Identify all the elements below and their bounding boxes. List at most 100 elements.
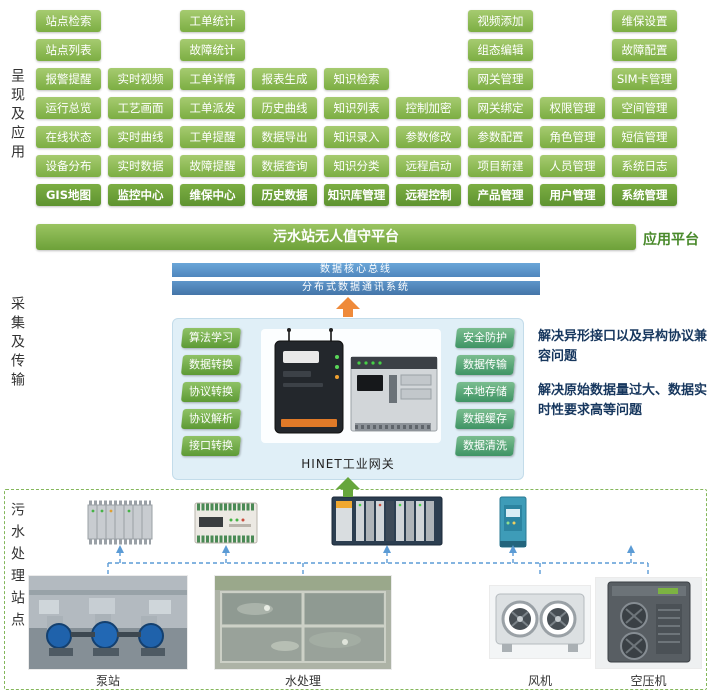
signal-converter-image [499,496,527,548]
app-category-header: 历史数据 [252,184,317,206]
up-arrow-green-icon [336,477,360,497]
app-function-button: 数据查询 [252,155,317,177]
gateway-function-label: 算法学习 [189,331,233,344]
solution-note-data-volume: 解决原始数据量过大、数据实时性要求高等问题 [538,383,708,418]
layer-label-sites: 污水处理站点 [9,502,25,634]
layer-label-collection: 采集及传输 [9,296,25,391]
gateway-device-image [261,328,441,443]
app-category-header: 用户管理 [540,184,605,206]
io-rack-image [331,496,443,546]
app-function-button: 设备分布 [36,155,101,177]
solution-note-protocol: 解决异形接口以及异构协议兼容问题 [538,329,708,364]
app-category-header: GIS地图 [36,184,101,206]
gateway-function-label: 安全防护 [463,331,507,344]
app-function-button: 知识检索 [324,68,389,90]
app-column-monitor-center: 实时视频 工艺画面 实时曲线 实时数据 监控中心 [108,10,173,206]
app-category-header: 知识库管理 [324,184,389,206]
app-function-button: 系统日志 [612,155,677,177]
gateway-function-button: 接口转换 [180,436,242,456]
app-function-button: SIM卡管理 [612,68,677,90]
gateway-function-button: 算法学习 [180,328,242,348]
app-function-button: 报表生成 [252,68,317,90]
app-category-header: 监控中心 [108,184,173,206]
gateway-left-functions: 算法学习 数据转换 协议转换 协议解析 接口转换 [180,328,242,456]
pump-station-photo [29,576,187,669]
app-column-remote-control: 控制加密 参数修改 远程启动 远程控制 [396,10,461,206]
app-function-button: 控制加密 [396,97,461,119]
app-function-button: 参数修改 [396,126,461,148]
app-function-button: 工艺画面 [108,97,173,119]
app-function-button: 远程启动 [396,155,461,177]
app-category-header: 远程控制 [396,184,461,206]
application-platform-caption: 应用平台 [643,232,699,248]
app-function-button: 工单提醒 [180,126,245,148]
application-function-grid: 站点检索 站点列表 报警提醒 运行总览 在线状态 设备分布 GIS地图 实时视频… [36,10,677,206]
app-column-user-management: 权限管理 角色管理 人员管理 用户管理 [540,10,605,206]
app-function-button: 维保设置 [612,10,677,32]
air-compressor-photo [596,578,701,668]
site-caption-water-treatment: 水处理 [284,674,321,688]
distributed-comm-bar: 分布式数据通讯系统 [172,281,540,295]
app-function-button: 数据导出 [252,126,317,148]
gateway-function-button: 数据清洗 [454,436,516,456]
gateway-function-button: 协议转换 [180,382,242,402]
app-function-button: 运行总览 [36,97,101,119]
app-function-button: 工单详情 [180,68,245,90]
app-function-button: 在线状态 [36,126,101,148]
app-function-button: 知识分类 [324,155,389,177]
gateway-function-button: 数据缓存 [454,409,516,429]
app-function-button: 参数配置 [468,126,533,148]
app-function-button: 实时数据 [108,155,173,177]
app-function-button: 网关绑定 [468,97,533,119]
app-function-button: 网关管理 [468,68,533,90]
site-caption-fan: 风机 [527,674,552,688]
gateway-title: HINET工业网关 [301,457,395,471]
app-function-button: 实时视频 [108,68,173,90]
app-function-button: 工单统计 [180,10,245,32]
app-function-button: 人员管理 [540,155,605,177]
app-category-header: 维保中心 [180,184,245,206]
field-bus-connectors [107,545,649,575]
app-column-system-management: 维保设置 故障配置 SIM卡管理 空间管理 短信管理 系统日志 系统管理 [612,10,677,206]
app-function-button: 故障统计 [180,39,245,61]
gateway-function-label: 数据缓存 [463,412,507,425]
app-column-gis-map: 站点检索 站点列表 报警提醒 运行总览 在线状态 设备分布 GIS地图 [36,10,101,206]
gateway-function-button: 协议解析 [180,409,242,429]
app-function-button: 知识列表 [324,97,389,119]
site-caption-pump-station: 泵站 [95,674,120,688]
gateway-function-label: 协议转换 [189,385,233,398]
water-treatment-photo [215,576,391,669]
unattended-platform-bar: 污水站无人值守平台 [36,224,636,250]
app-function-button: 短信管理 [612,126,677,148]
app-function-button: 站点列表 [36,39,101,61]
data-core-bus-bar: 数据核心总线 [172,263,540,277]
gateway-function-button: 数据转换 [180,355,242,375]
up-arrow-orange-icon [336,297,360,317]
compact-plc-image [194,502,258,544]
app-function-button: 历史曲线 [252,97,317,119]
app-category-header: 系统管理 [612,184,677,206]
gateway-function-label: 本地存储 [463,385,507,398]
gateway-function-label: 接口转换 [189,439,233,452]
industrial-gateway-panel: 算法学习 数据转换 协议转换 协议解析 接口转换 [172,318,524,480]
gateway-function-label: 数据清洗 [463,439,507,452]
gateway-function-button: 安全防护 [454,328,516,348]
layer-label-presentation: 呈现及应用 [9,68,25,163]
din-rail-io-modules-image [87,500,153,545]
app-column-knowledge-base: 知识检索 知识列表 知识录入 知识分类 知识库管理 [324,10,389,206]
gateway-function-label: 数据传输 [463,358,507,371]
app-function-button: 角色管理 [540,126,605,148]
app-column-maintenance-center: 工单统计 故障统计 工单详情 工单派发 工单提醒 故障提醒 维保中心 [180,10,245,206]
app-function-button: 视频添加 [468,10,533,32]
app-function-button: 工单派发 [180,97,245,119]
app-function-button: 实时曲线 [108,126,173,148]
app-function-button: 权限管理 [540,97,605,119]
app-column-product-management: 视频添加 组态编辑 网关管理 网关绑定 参数配置 项目新建 产品管理 [468,10,533,206]
site-caption-air-compressor: 空压机 [630,674,667,688]
gateway-function-button: 数据传输 [454,355,516,375]
app-function-button: 组态编辑 [468,39,533,61]
app-function-button: 空间管理 [612,97,677,119]
app-column-history-data: 报表生成 历史曲线 数据导出 数据查询 历史数据 [252,10,317,206]
app-function-button: 站点检索 [36,10,101,32]
